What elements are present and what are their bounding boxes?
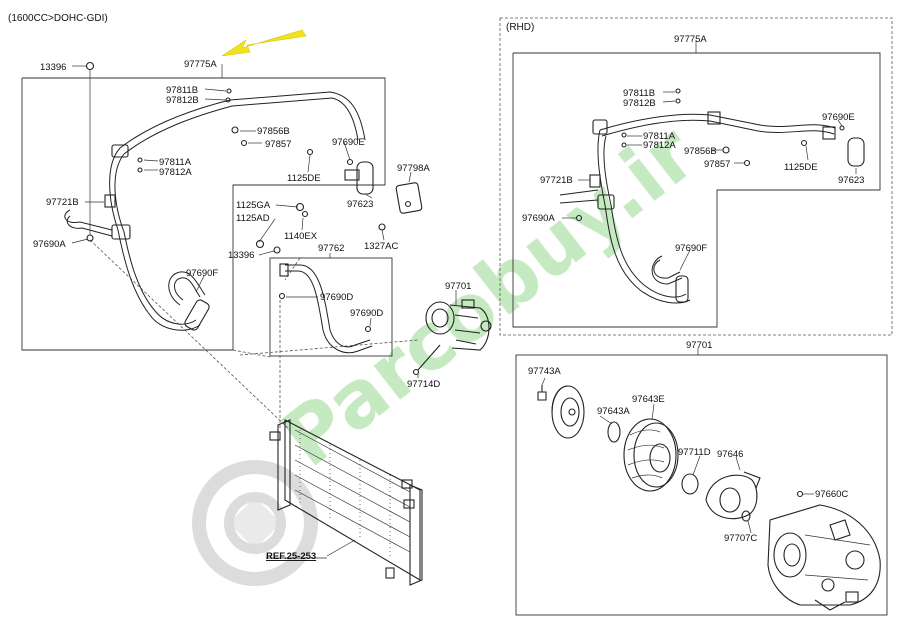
rhd-label-97690F: 97690F [675, 243, 707, 254]
label-1125DE: 1125DE [287, 173, 321, 184]
comp-label-97643A: 97643A [597, 406, 630, 417]
label-97623: 97623 [347, 199, 373, 210]
label-97811A: 97811A [159, 157, 192, 168]
label-97701: 97701 [445, 281, 471, 292]
label-97714D: 97714D [407, 379, 440, 390]
label-97811B: 97811B [166, 85, 198, 96]
label-13396-a: 13396 [40, 62, 66, 73]
rhd-section [499, 17, 893, 336]
comp-label-97643E: 97643E [632, 394, 665, 405]
comp-label-97646: 97646 [717, 449, 743, 460]
watermark: Parcobuy.ir [192, 108, 713, 586]
comp-label-97660C: 97660C [815, 489, 848, 500]
watermark-logo-icon [192, 460, 318, 586]
label-97762: 97762 [318, 243, 344, 254]
label-97812B: 97812B [166, 95, 199, 106]
label-97690A: 97690A [33, 239, 66, 250]
compressor-large [767, 504, 881, 611]
rhd-label-97623: 97623 [838, 175, 864, 186]
label-97690E: 97690E [332, 137, 365, 148]
rhd-label-97811A: 97811A [643, 131, 676, 142]
label-97798A: 97798A [397, 163, 430, 174]
comp-label-97701: 97701 [686, 340, 712, 351]
rhd-label-97775A: 97775A [674, 34, 707, 45]
compressor-small [425, 299, 492, 351]
rhd-label-1125DE: 1125DE [784, 162, 818, 173]
label-97690D-1: 97690D [320, 292, 353, 303]
engine-spec-label: (1600CC>DOHC-GDI) [8, 13, 108, 24]
label-97856B: 97856B [257, 126, 290, 137]
rhd-label-97856B: 97856B [684, 146, 717, 157]
comp-label-97711D: 97711D [678, 447, 711, 458]
rhd-header-label: (RHD) [506, 22, 534, 33]
rhd-label-97812A: 97812A [643, 140, 676, 151]
lhd-section [21, 61, 492, 586]
condenser [269, 419, 423, 586]
rhd-label-97690E: 97690E [822, 112, 855, 123]
compressor-section [515, 348, 888, 616]
label-97857: 97857 [265, 139, 291, 150]
rhd-label-97721B: 97721B [540, 175, 573, 186]
label-97721B: 97721B [46, 197, 79, 208]
label-1327AC: 1327AC [364, 241, 398, 252]
label-97690F: 97690F [186, 268, 218, 279]
rhd-label-97690A: 97690A [522, 213, 555, 224]
rhd-label-97811B: 97811B [623, 88, 655, 99]
comp-label-97707C: 97707C [724, 533, 757, 544]
comp-label-97743A: 97743A [528, 366, 561, 377]
label-1140EX: 1140EX [284, 231, 318, 242]
label-97775A: 97775A [184, 59, 217, 70]
label-1125GA: 1125GA [236, 200, 271, 211]
label-1125AD: 1125AD [236, 213, 270, 224]
label-ref-25-253[interactable]: REF.25-253 [266, 551, 316, 562]
rhd-label-97812B: 97812B [623, 98, 656, 109]
highlight-arrow-icon [221, 29, 307, 57]
label-97690D-2: 97690D [350, 308, 383, 319]
label-13396-b: 13396 [228, 250, 254, 261]
rhd-label-97857: 97857 [704, 159, 730, 170]
label-97812A: 97812A [159, 167, 192, 178]
